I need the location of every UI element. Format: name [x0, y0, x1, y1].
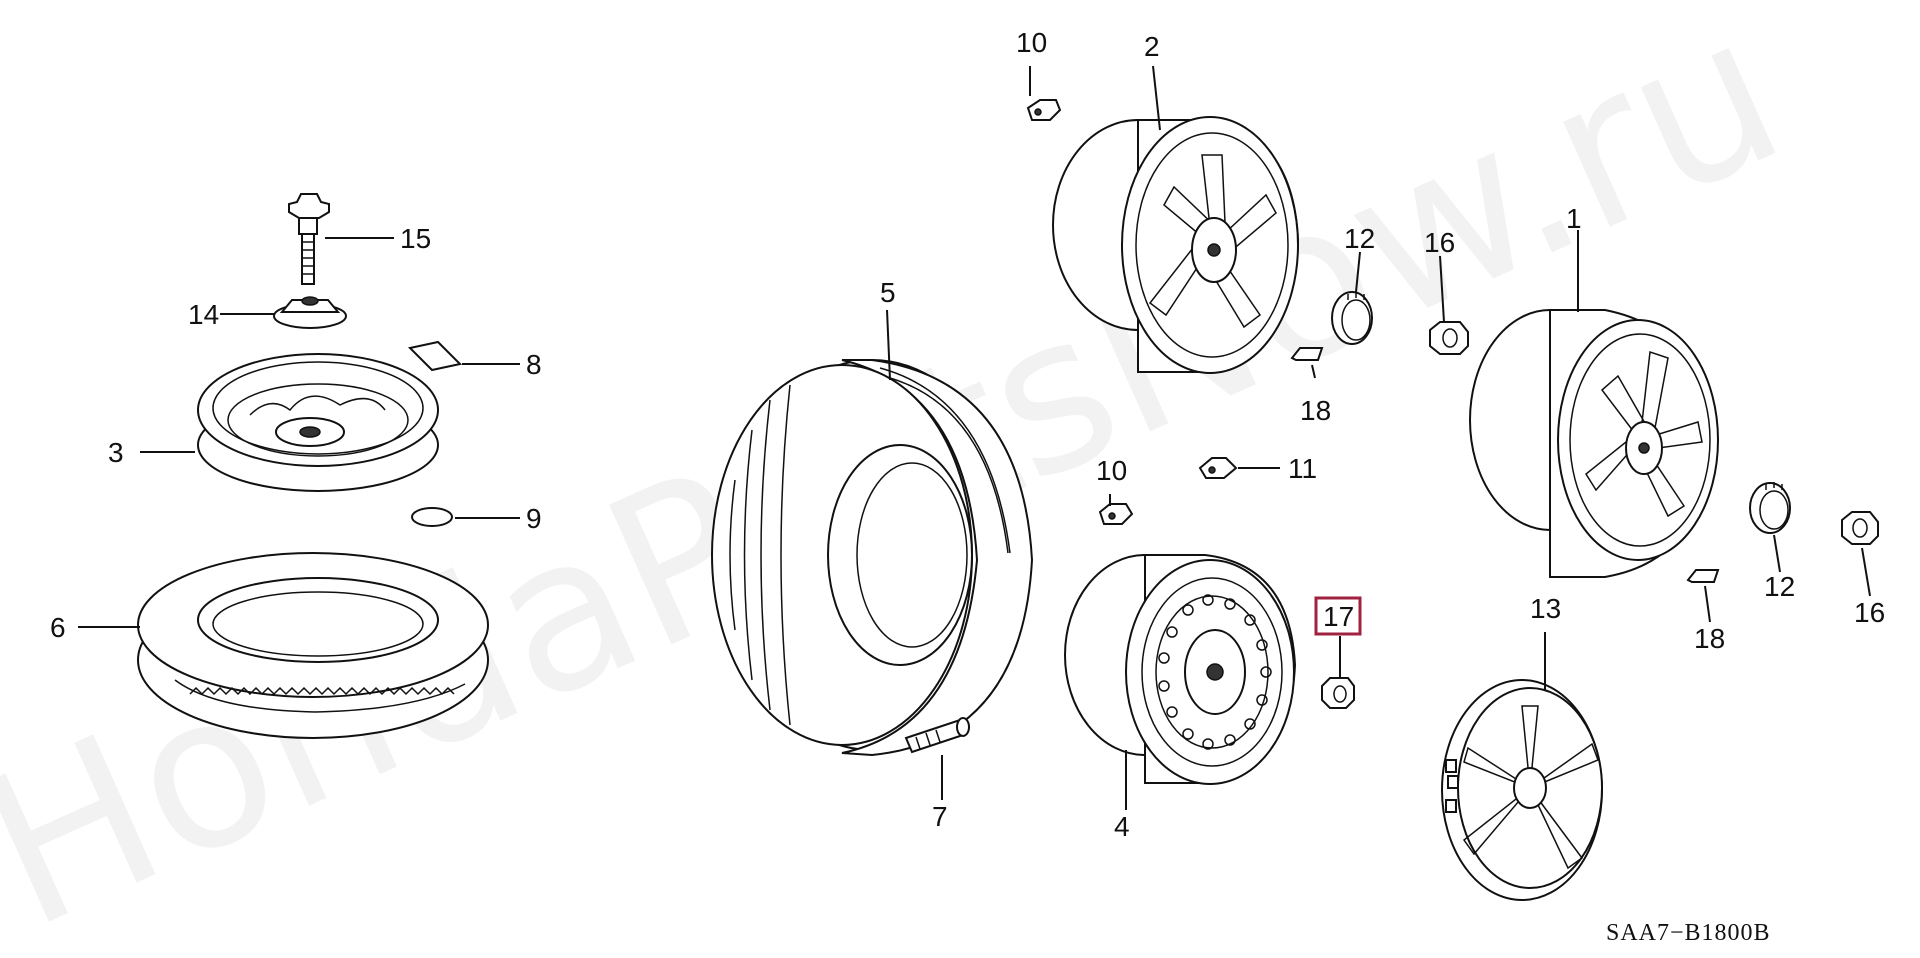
- svg-text:16: 16: [1424, 227, 1455, 258]
- svg-text:4: 4: [1114, 811, 1130, 842]
- svg-text:5: 5: [880, 277, 896, 308]
- svg-text:7: 7: [932, 801, 948, 832]
- callout-7[interactable]: 7: [932, 801, 948, 832]
- svg-text:15: 15: [400, 223, 431, 254]
- svg-text:9: 9: [526, 503, 542, 534]
- svg-text:6: 6: [50, 612, 66, 643]
- svg-text:11: 11: [1288, 453, 1317, 484]
- svg-text:18: 18: [1694, 623, 1725, 654]
- part-13-wheel-cover[interactable]: [1441, 679, 1603, 901]
- part-5-tire[interactable]: [711, 359, 1034, 757]
- callout-8[interactable]: 8: [526, 349, 542, 380]
- part-14-holder[interactable]: [273, 296, 347, 329]
- svg-text:3: 3: [108, 437, 124, 468]
- part-12b-center-cap[interactable]: [1749, 482, 1791, 534]
- part-16a-lug-nut[interactable]: [1429, 321, 1469, 355]
- part-10a-weight[interactable]: [1026, 99, 1062, 121]
- part-3-spare-wheel[interactable]: [197, 353, 439, 492]
- svg-text:18: 18: [1300, 395, 1331, 426]
- callout-6[interactable]: 6: [50, 612, 66, 643]
- svg-text:12: 12: [1764, 571, 1795, 602]
- callout-5[interactable]: 5: [880, 277, 896, 308]
- callout-9[interactable]: 9: [526, 503, 542, 534]
- part-18b-weight[interactable]: [1686, 569, 1720, 583]
- part-18a-weight[interactable]: [1290, 347, 1324, 361]
- part-2-alloy-wheel[interactable]: [1052, 116, 1300, 374]
- svg-text:12: 12: [1344, 223, 1375, 254]
- svg-text:14: 14: [188, 299, 219, 330]
- callout-14[interactable]: 14: [188, 299, 219, 330]
- leader-lines: [78, 65, 1871, 810]
- callout-4[interactable]: 4: [1114, 811, 1130, 842]
- callout-18-mid[interactable]: 18: [1300, 395, 1331, 426]
- svg-text:2: 2: [1144, 31, 1160, 62]
- svg-text:8: 8: [526, 349, 542, 380]
- svg-text:10: 10: [1016, 27, 1047, 58]
- callout-18-right[interactable]: 18: [1694, 623, 1725, 654]
- callout-11[interactable]: 11: [1288, 453, 1317, 484]
- svg-text:13: 13: [1530, 593, 1561, 624]
- callout-17[interactable]: 17: [1314, 596, 1362, 636]
- part-6-spare-tire[interactable]: [137, 552, 489, 739]
- part-8-label[interactable]: [407, 340, 463, 372]
- callout-12-top[interactable]: 12: [1344, 223, 1375, 254]
- callout-17-highlight-box: [1314, 596, 1362, 636]
- callout-1[interactable]: 1: [1566, 203, 1582, 234]
- part-1-alloy-wheel[interactable]: [1469, 309, 1719, 578]
- part-4-steel-wheel[interactable]: [1064, 554, 1297, 785]
- part-10b-weight[interactable]: [1098, 503, 1134, 525]
- part-15-bolt[interactable]: [288, 193, 330, 285]
- svg-text:17: 17: [1323, 601, 1354, 632]
- callout-16-right[interactable]: 16: [1854, 597, 1885, 628]
- part-17-nut[interactable]: [1321, 677, 1355, 709]
- callout-16-top[interactable]: 16: [1424, 227, 1455, 258]
- callout-2[interactable]: 2: [1144, 31, 1160, 62]
- diagram-code: SAA7−B1800B: [1606, 920, 1771, 946]
- callout-15[interactable]: 15: [400, 223, 431, 254]
- part-7-valve[interactable]: [904, 717, 970, 754]
- callout-10-top[interactable]: 10: [1016, 27, 1047, 58]
- part-16b-lug-nut[interactable]: [1841, 511, 1879, 545]
- svg-text:10: 10: [1096, 455, 1127, 486]
- svg-text:1: 1: [1566, 203, 1582, 234]
- callout-10-mid[interactable]: 10: [1096, 455, 1127, 486]
- part-11-weight[interactable]: [1198, 457, 1238, 479]
- callout-12-right[interactable]: 12: [1764, 571, 1795, 602]
- svg-text:16: 16: [1854, 597, 1885, 628]
- callout-3[interactable]: 3: [108, 437, 124, 468]
- callout-13[interactable]: 13: [1530, 593, 1561, 624]
- part-9-cap[interactable]: [411, 507, 453, 527]
- part-12a-center-cap[interactable]: [1331, 291, 1373, 345]
